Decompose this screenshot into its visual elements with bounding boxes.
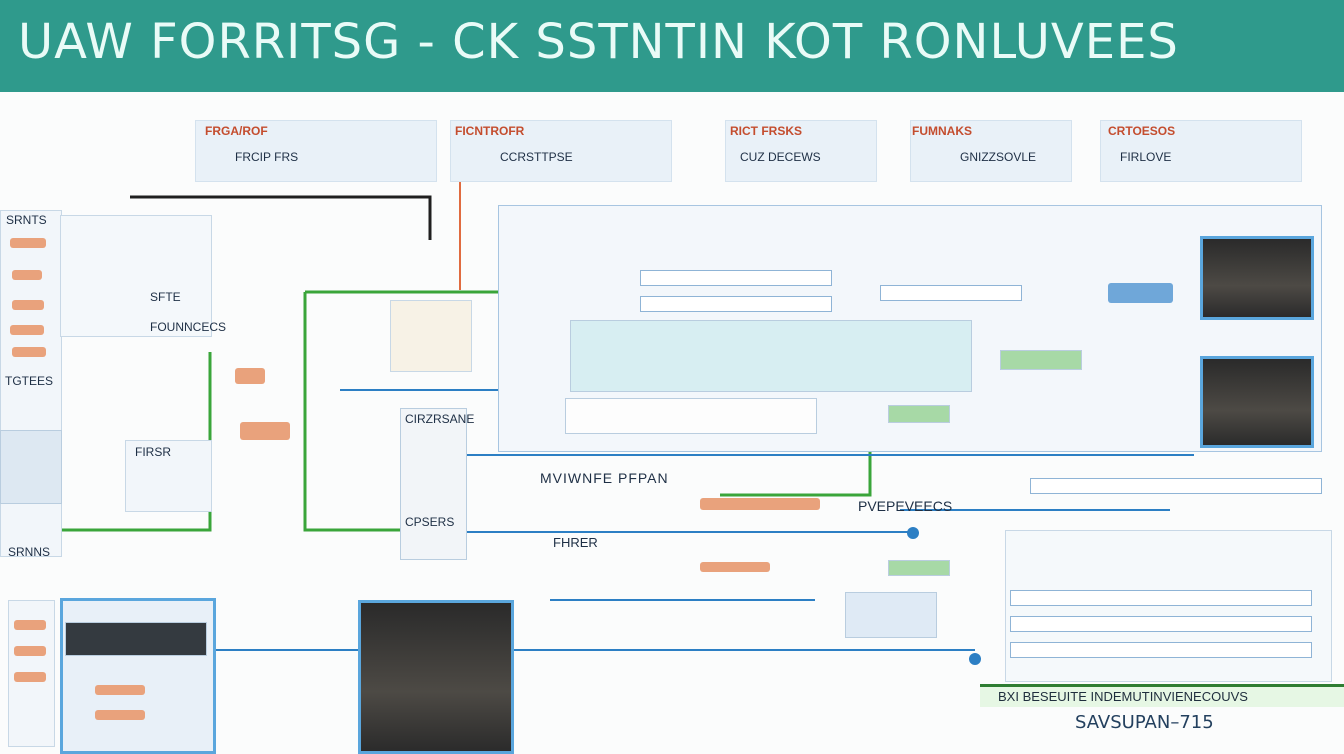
top-label-5: CRTOESOS [1108, 124, 1176, 138]
top-label-3: RICT FRSKS [730, 124, 802, 138]
screen-photo-2 [1200, 356, 1314, 448]
title-banner: UAW FORRITSG - CK SSTNTIN KOT RONLUVEES [0, 0, 1344, 92]
mid-label-1: SFTE [150, 290, 181, 304]
mid-chip-2 [240, 422, 290, 440]
top-panel-4 [910, 120, 1072, 182]
top-label-4: FUMNAKS [912, 124, 972, 138]
top-label-1: FRGA/ROF [205, 124, 268, 138]
left-chip-4 [10, 325, 44, 335]
right-mini-box [845, 592, 937, 638]
bottom-screen-1-dark [65, 622, 207, 656]
main-row-1 [640, 270, 832, 286]
bottom-strip-text: BXI BESEUITE INDEMUTINVIENECOUVS [998, 689, 1248, 704]
bottom-chip-2 [95, 710, 145, 720]
left-thumb [0, 430, 62, 504]
top-sub-2: CCRSTTPSE [500, 150, 573, 164]
left-mid-panel [60, 215, 212, 337]
left-item-3: SRNNS [8, 545, 51, 559]
left-item-5: TGTEES [5, 374, 54, 388]
screen-photo-1 [1200, 236, 1314, 320]
top-panel-5 [1100, 120, 1302, 182]
right-table-row-2 [1010, 616, 1312, 632]
bottom-list-chip-2 [14, 646, 46, 656]
caption-bar-b [1030, 478, 1322, 494]
bottom-photo [358, 600, 514, 754]
main-row-3 [880, 285, 1022, 301]
left-chip-3 [12, 300, 44, 310]
green-chip-3 [888, 560, 950, 576]
green-chip-1 [1000, 350, 1082, 370]
caption-chip-2 [700, 562, 770, 572]
mid-label-4: CPSERS [405, 515, 455, 529]
top-panel-1 [195, 120, 437, 182]
main-bottom-block [565, 398, 817, 434]
main-chip [1108, 283, 1173, 303]
top-sub-4: GNIZZSOVLE [960, 150, 1037, 164]
center-icon-panel [390, 300, 472, 372]
top-sub-3: CUZ DECEWS [740, 150, 821, 164]
top-panel-2 [450, 120, 672, 182]
left-chip-1 [10, 238, 46, 248]
center-note-panel [400, 408, 467, 560]
top-sub-1: FRCIP FRS [235, 150, 299, 164]
bottom-list-chip-3 [14, 672, 46, 682]
footer-text: SAVSUPAN–715 [1075, 712, 1214, 733]
caption-a: MVIWNFE PFPAN [540, 470, 669, 486]
top-panel-3 [725, 120, 877, 182]
right-table-row-1 [1010, 590, 1312, 606]
right-table-row-3 [1010, 642, 1312, 658]
left-chip-5 [12, 347, 46, 357]
green-chip-2 [888, 405, 950, 423]
left-chip-2 [12, 270, 42, 280]
mid-label-3: CIRZRSANE [405, 412, 475, 426]
top-sub-5: FIRLOVE [1120, 150, 1172, 164]
bottom-strip: BXI BESEUITE INDEMUTINVIENECOUVS [980, 684, 1344, 707]
mid-chip-1 [235, 368, 265, 384]
caption-c: FHRER [553, 535, 598, 550]
main-graphic [570, 320, 972, 392]
diagram-title: UAW FORRITSG - CK SSTNTIN KOT RONLUVEES [18, 14, 1179, 70]
top-label-2: FICNTROFR [455, 124, 525, 138]
caption-chip-1 [700, 498, 820, 510]
mid-label-5: FIRSR [135, 445, 171, 459]
bottom-list-chip-1 [14, 620, 46, 630]
mid-label-2: FOUNNCECS [150, 320, 227, 334]
left-item-1: SRNTS [6, 213, 47, 227]
bottom-chip-1 [95, 685, 145, 695]
mid-list-panel [125, 440, 212, 512]
main-row-2 [640, 296, 832, 312]
caption-b: PVEPEVEECS [858, 498, 953, 514]
right-table-panel [1005, 530, 1332, 682]
